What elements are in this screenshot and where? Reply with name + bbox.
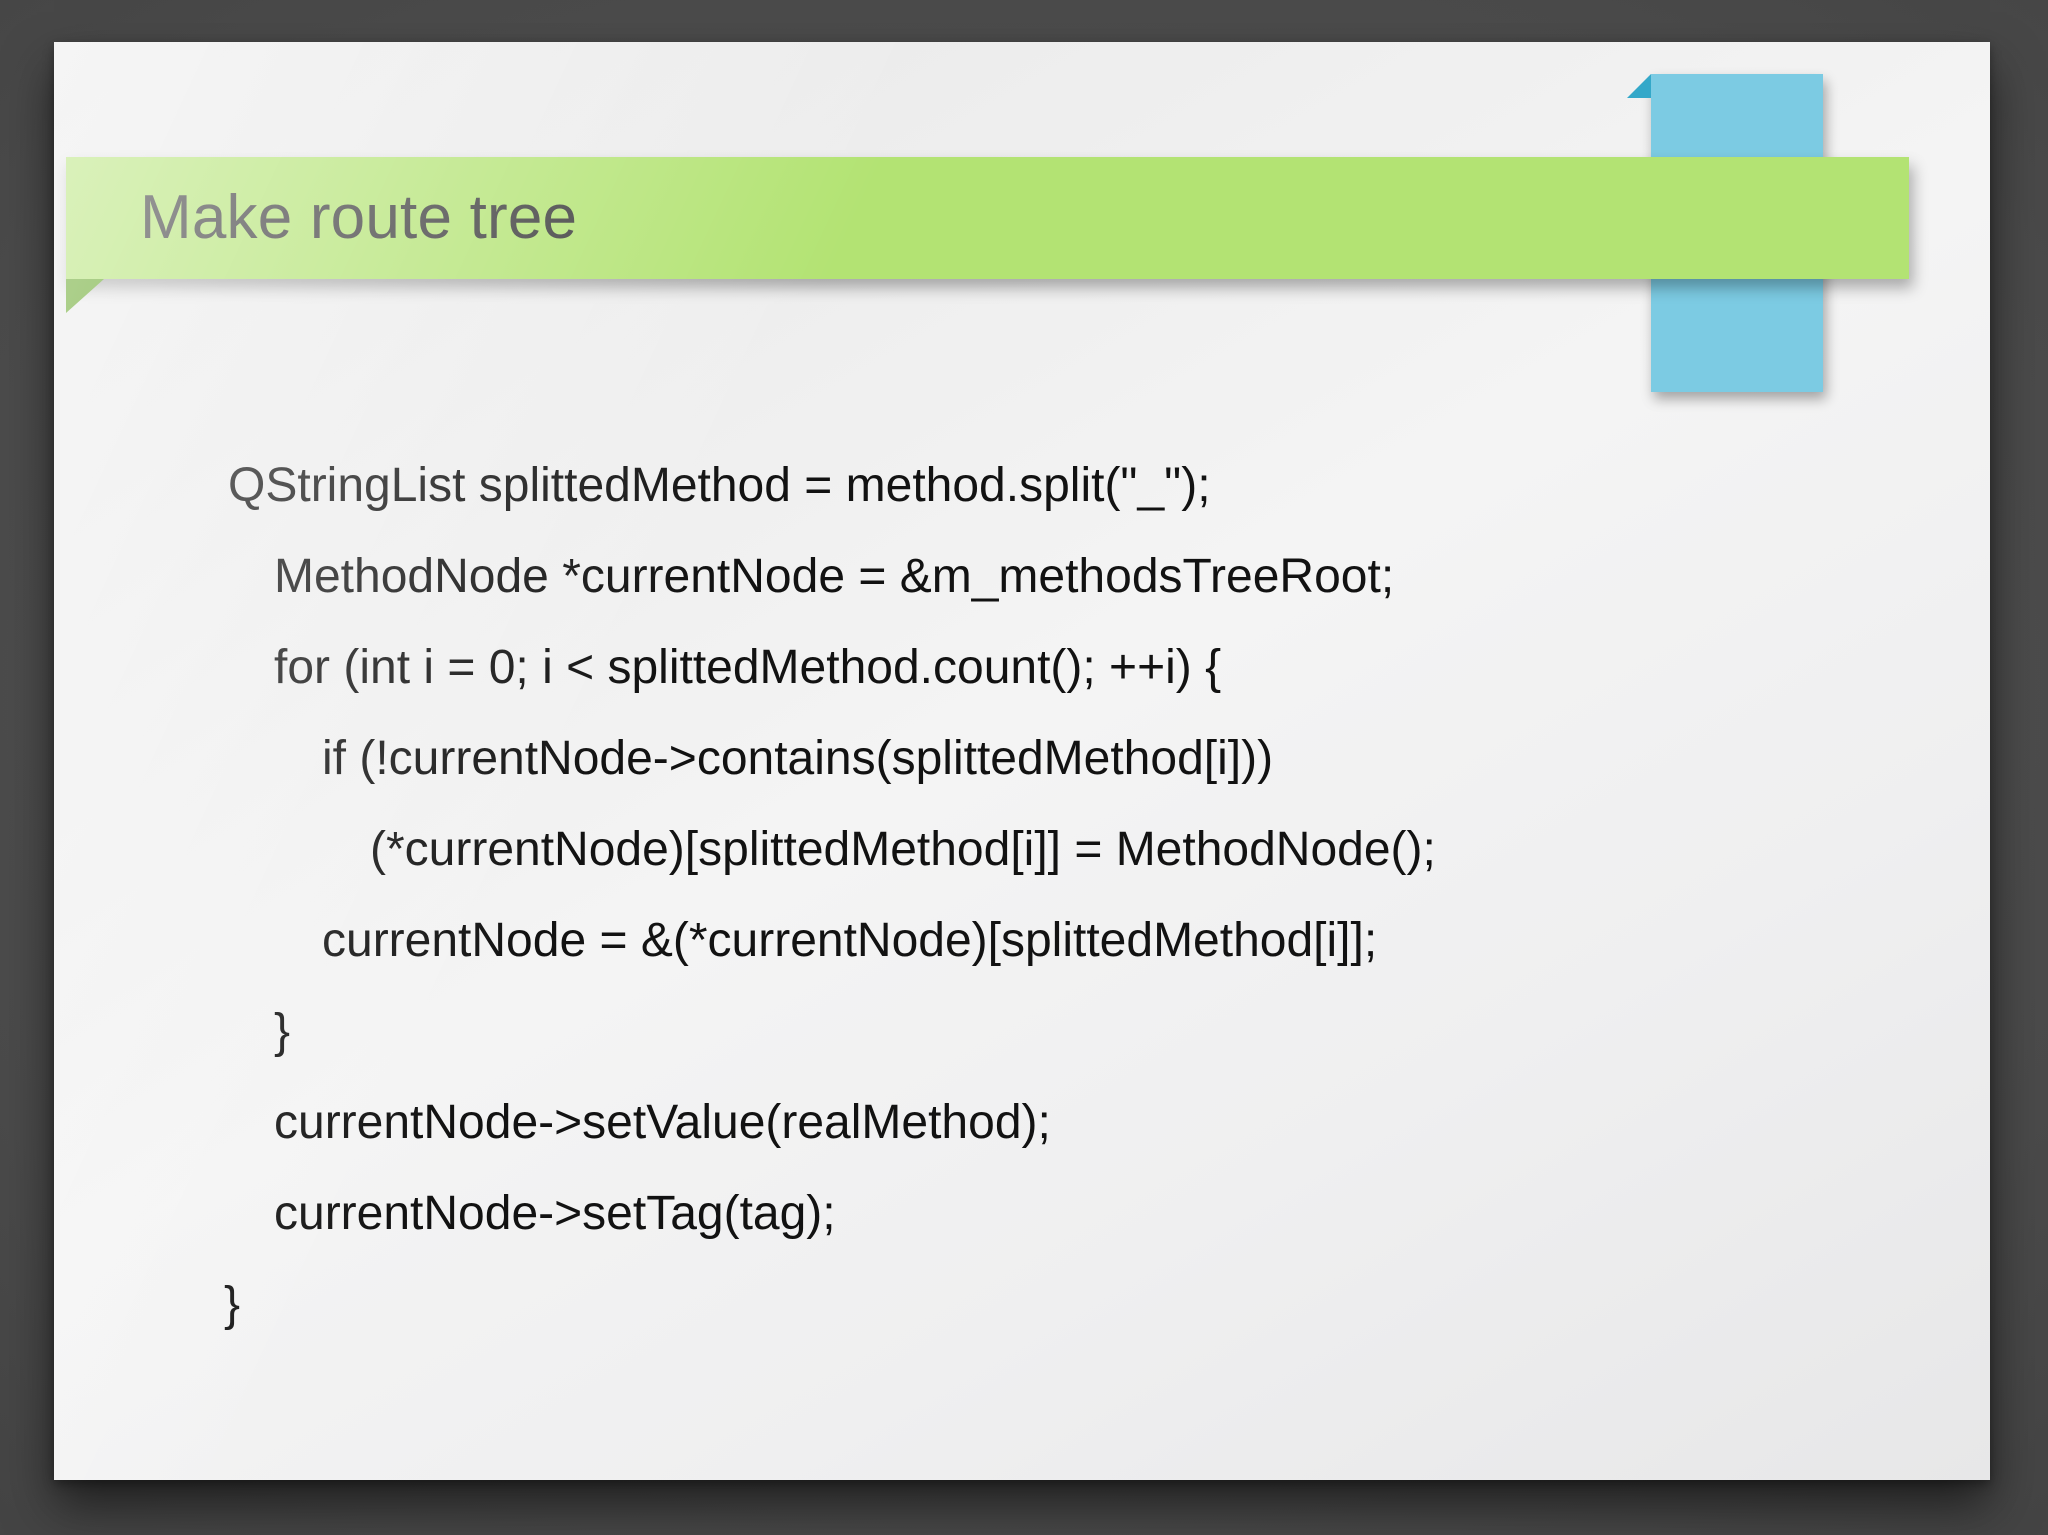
code-block: QStringList splittedMethod = method.spli… bbox=[174, 440, 1874, 1350]
code-line: } bbox=[274, 1005, 291, 1058]
blue-ribbon-fold-icon bbox=[1627, 74, 1651, 98]
code-line: currentNode->setValue(realMethod); bbox=[274, 1096, 1051, 1149]
code-line: } bbox=[224, 1278, 241, 1331]
code-line: currentNode->setTag(tag); bbox=[274, 1187, 836, 1240]
code-line: MethodNode *currentNode = &m_methodsTree… bbox=[274, 550, 1395, 603]
page-title: Make route tree bbox=[140, 183, 578, 252]
code-line: QStringList splittedMethod = method.spli… bbox=[228, 459, 1211, 512]
green-banner-fold-icon bbox=[66, 279, 104, 313]
code-line: (*currentNode)[splittedMethod[i]] = Meth… bbox=[370, 823, 1436, 876]
code-line: currentNode = &(*currentNode)[splittedMe… bbox=[322, 914, 1378, 967]
code-line: if (!currentNode->contains(splittedMetho… bbox=[322, 732, 1274, 785]
code-line: for (int i = 0; i < splittedMethod.count… bbox=[274, 641, 1222, 694]
slide-canvas[interactable]: Make route tree QStringList splittedMeth… bbox=[54, 42, 1990, 1480]
title-banner[interactable]: Make route tree bbox=[66, 157, 1909, 279]
